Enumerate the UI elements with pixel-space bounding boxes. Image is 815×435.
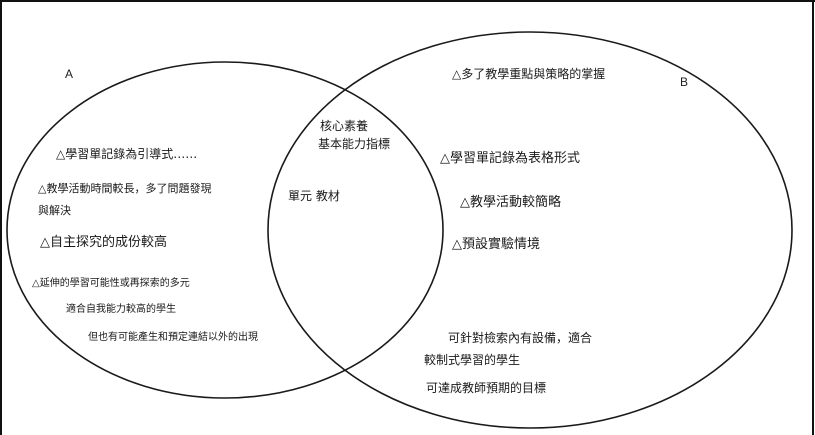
set-label-b: B: [680, 75, 688, 89]
left-item: △學習單記錄為引導式……: [56, 146, 197, 161]
frame-right-border: [812, 0, 814, 435]
frame-top-border: [0, 0, 815, 2]
right-item: △學習單記錄為表格形式: [440, 150, 580, 166]
right-circle: [267, 31, 793, 429]
right-item: 較制式學習的學生: [424, 352, 520, 367]
frame-left-border: [0, 0, 2, 435]
overlap-item: 基本能力指標: [318, 136, 390, 151]
right-item: △預設實驗情境: [452, 236, 540, 252]
set-label-a: A: [65, 67, 73, 81]
overlap-item: 單元 教材: [288, 188, 340, 203]
left-item: 適合自我能力較高的學生: [66, 302, 176, 315]
right-item: 可針對檢索內有設備，適合: [448, 330, 592, 345]
overlap-item: 核心素養: [320, 118, 368, 133]
left-item: 與解決: [38, 203, 71, 217]
right-item: △多了教學重點與策略的掌握: [452, 66, 605, 81]
right-item: 可達成教師預期的目標: [426, 380, 546, 395]
left-circle: [6, 61, 444, 399]
left-item: 但也有可能產生和預定連結以外的出現: [88, 330, 258, 343]
left-item: △延伸的學習可能性或再探索的多元: [32, 276, 190, 289]
left-item: △自主探究的成份較高: [40, 234, 167, 250]
right-item: △教學活動較簡略: [460, 194, 561, 210]
left-item: △教學活動時間較長，多了問題發現: [38, 181, 211, 195]
